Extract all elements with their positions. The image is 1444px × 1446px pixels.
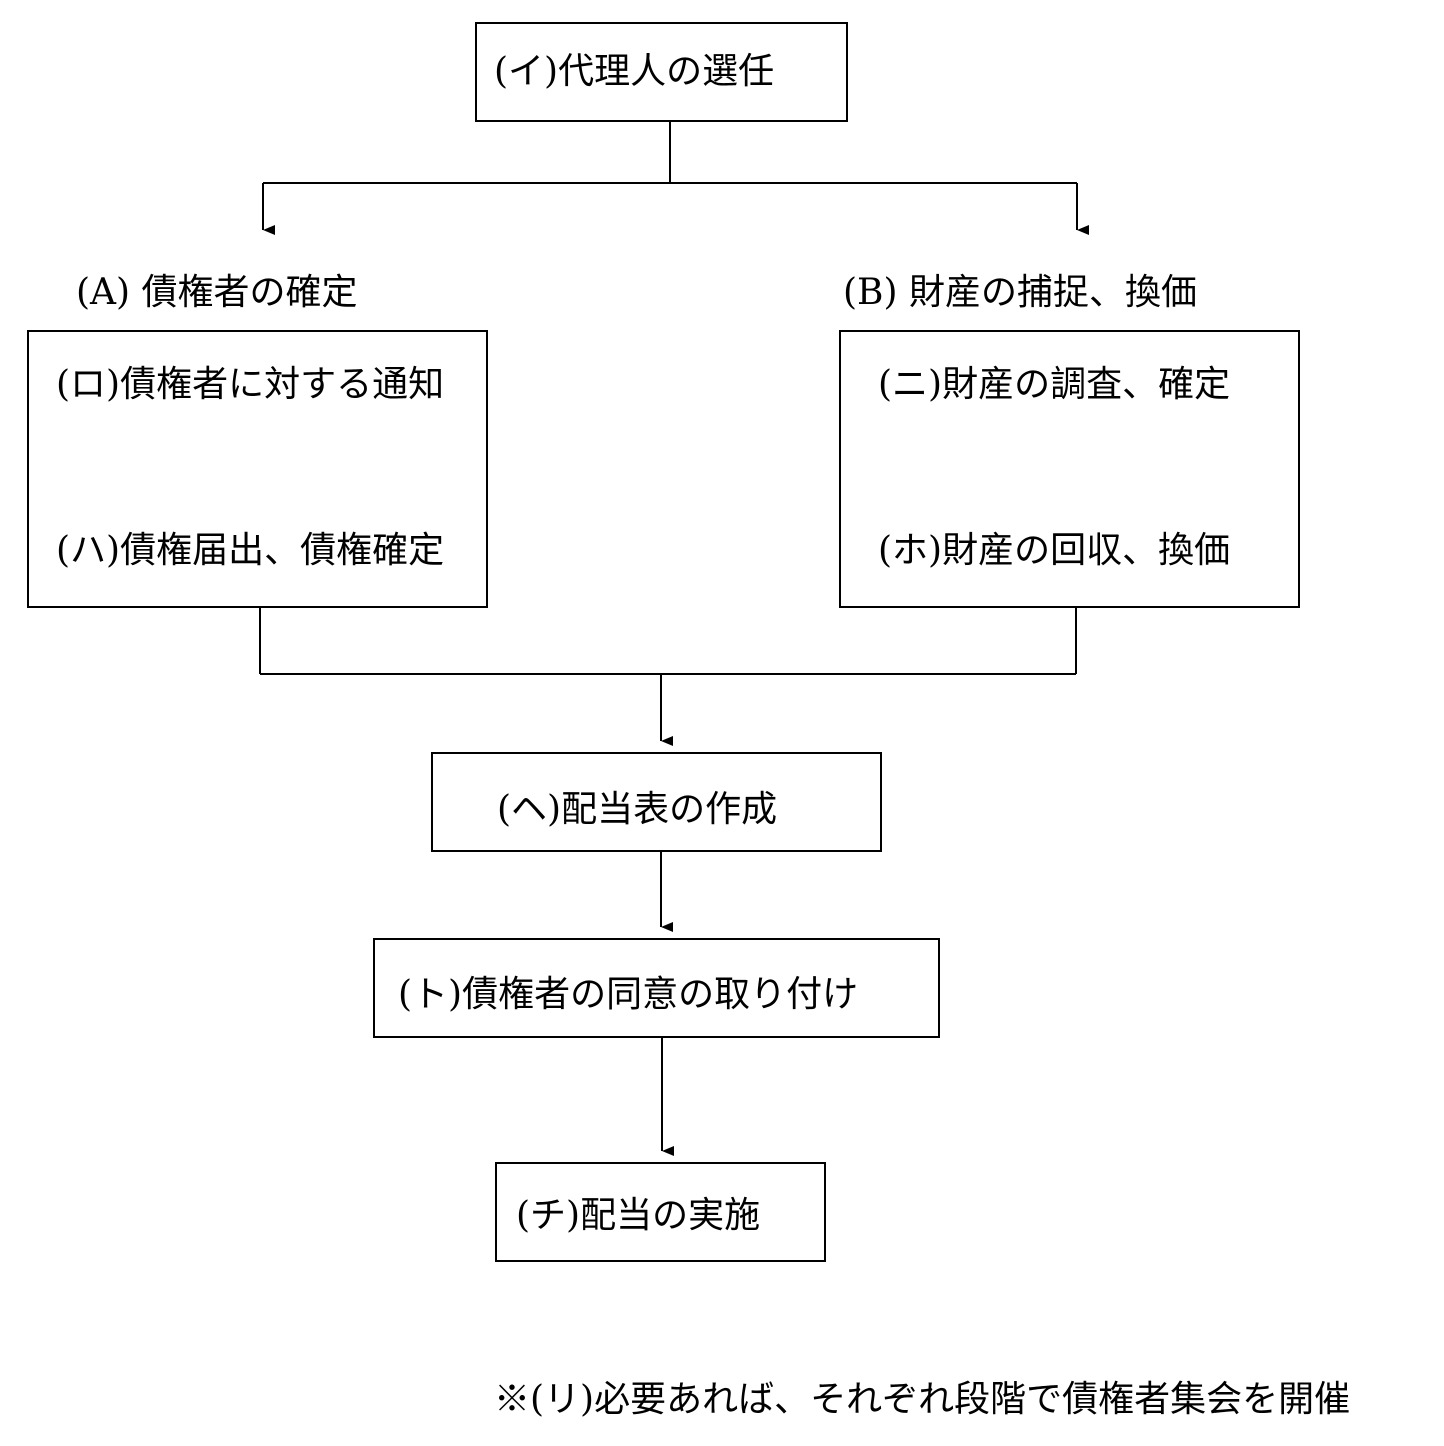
step-ho-label: (ホ)財産の回収、換価	[878, 530, 1231, 571]
step-chi-label: (チ)配当の実施	[516, 1195, 761, 1236]
step-he-label: (ヘ)配当表の作成	[497, 789, 778, 830]
step-to-box	[373, 938, 940, 1038]
step-to-label: (ト)債権者の同意の取り付け	[398, 974, 859, 1015]
group-b-heading: (B) 財産の捕捉、換価	[843, 272, 1197, 313]
step-chi-box	[495, 1162, 826, 1262]
footnote: ※(リ)必要あれば、それぞれ段階で債権者集会を開催	[494, 1379, 1351, 1420]
step-i-label: (イ)代理人の選任	[494, 51, 775, 92]
step-ni-label: (ニ)財産の調査、確定	[878, 364, 1231, 405]
group-a-heading: (A) 債権者の確定	[76, 272, 358, 313]
step-he-box	[431, 752, 882, 852]
group-a-box	[27, 330, 488, 608]
step-ha-label: (ハ)債権届出、債権確定	[56, 530, 445, 571]
group-b-box	[839, 330, 1300, 608]
step-ro-label: (ロ)債権者に対する通知	[56, 364, 445, 405]
step-i-box	[475, 22, 848, 122]
